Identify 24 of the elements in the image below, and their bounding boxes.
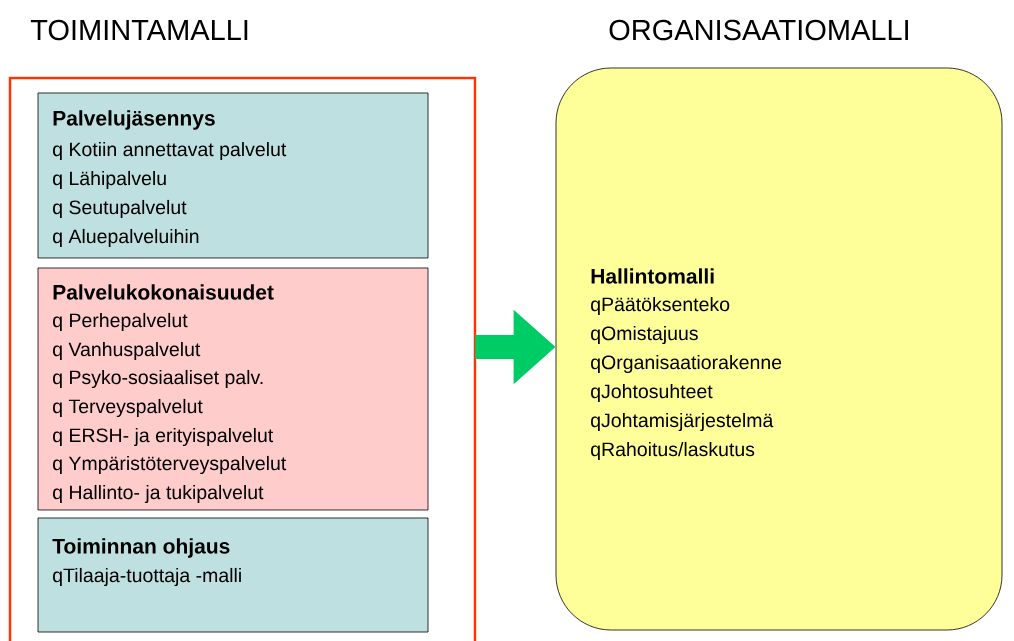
bullet-item: qJohtosuhteet xyxy=(591,383,713,403)
bullet-item: qOmistajuus xyxy=(591,325,698,345)
box-heading: Toiminnan ohjaus xyxy=(52,538,230,558)
bullet-item: q Perhepalvelut xyxy=(53,312,188,332)
box-heading: Palvelukokonaisuudet xyxy=(53,284,274,300)
bullet-item: q Terveyspalvelut xyxy=(53,398,203,418)
bullet-item: q Kotiin annettavat palvelut xyxy=(53,141,287,161)
box-heading: Palvelujäsennys xyxy=(53,110,215,130)
bullet-item: q Lähipalvelu xyxy=(53,170,166,190)
bullet-item: q Ympäristöterveyspalvelut xyxy=(53,455,287,475)
bullet-item: qPäätöksenteko xyxy=(591,296,730,316)
box-heading: Hallintomalli xyxy=(591,268,714,284)
bullet-item: q Hallinto- ja tukipalvelut xyxy=(53,484,264,504)
bullet-item: q Psyko-sosiaaliset palv. xyxy=(53,369,263,389)
bullet-item: qJohtamisjärjestelmä xyxy=(591,412,774,432)
bullet-item: qOrganisaatiorakenne xyxy=(591,354,782,374)
heading: TOIMINTAMALLI xyxy=(30,19,248,41)
bullet-item: qRahoitus/laskutus xyxy=(591,441,755,461)
bullet-item: q Aluepalveluihin xyxy=(53,228,199,248)
bullet-item: qTilaaja-tuottaja -malli xyxy=(53,567,241,587)
heading: ORGANISAATIOMALLI xyxy=(609,19,908,41)
bullet-item: q Seutupalvelut xyxy=(53,199,187,219)
bullet-item: q ERSH- ja erityispalvelut xyxy=(53,427,274,447)
bullet-item: q Vanhuspalvelut xyxy=(53,341,201,361)
